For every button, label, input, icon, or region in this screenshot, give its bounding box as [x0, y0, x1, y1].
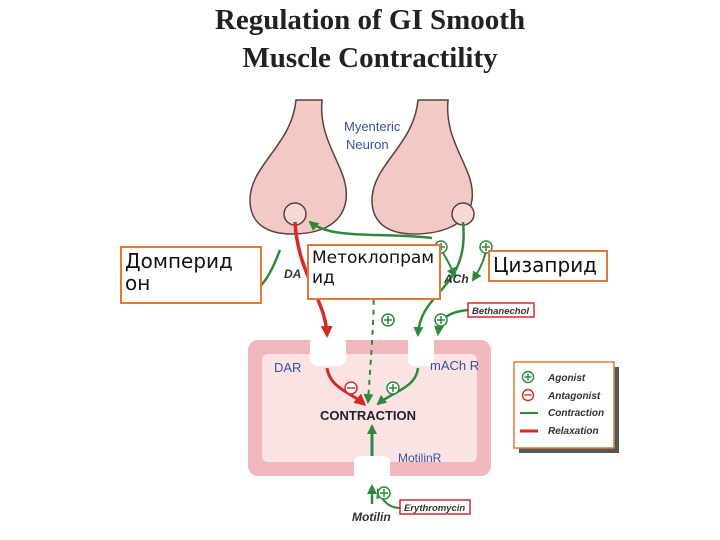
dar-to-contraction-arrow	[325, 367, 367, 406]
title-line-1: Regulation of GI Smooth	[214, 4, 526, 36]
antagonist-icon	[521, 388, 535, 402]
bethanechol-label: Bethanechol	[472, 306, 529, 317]
contraction-label: CONTRACTION	[320, 408, 416, 423]
neuron-label-line1: Myenteric	[344, 119, 401, 134]
bethanechol-box	[467, 302, 535, 318]
metoclopramide-label: Метоклопрам ид	[307, 244, 441, 300]
dar-label: DAR	[274, 360, 301, 375]
ach-release-arrow	[413, 221, 465, 337]
agonist-icon	[381, 313, 395, 327]
da-label: DA	[284, 267, 301, 281]
erythromycin-label: Erythromycin	[404, 503, 465, 514]
myenteric-neuron-right	[371, 99, 474, 235]
neuron-label-line2: Neuron	[346, 137, 389, 152]
ach-label: ACh	[443, 272, 469, 286]
cisapride-label: Цизаприд	[488, 250, 608, 282]
agonist-icon	[521, 370, 535, 384]
machr-to-contraction-arrow	[376, 367, 420, 406]
agonist-icon	[434, 313, 448, 327]
legend-relaxation: Relaxation	[548, 426, 599, 437]
machr-label: mACh R	[430, 358, 479, 373]
muscle-cell-interior	[262, 354, 477, 462]
domperidone-label: Домперид он	[120, 246, 262, 304]
vesicle-right	[451, 202, 475, 226]
motilin-label: Motilin	[352, 510, 391, 524]
vesicle-left	[283, 202, 307, 226]
metoclopramide-to-neuron	[308, 220, 433, 240]
motilinr-label: MotilinR	[398, 451, 442, 465]
antagonist-icon	[344, 381, 358, 395]
title-line-2: Muscle Contractility	[242, 42, 498, 74]
dar-notch	[310, 336, 346, 366]
legend-contraction: Contraction	[548, 408, 604, 419]
legend-agonist: Agonist	[547, 373, 586, 384]
legend-antagonist: Antagonist	[547, 391, 601, 402]
agonist-icon	[386, 381, 400, 395]
cisapride-arrow	[471, 249, 487, 282]
erythromycin-box	[399, 499, 471, 515]
myenteric-neuron-left	[249, 99, 348, 235]
motilinr-notch	[354, 456, 390, 480]
agonist-icon	[377, 486, 391, 500]
machr-notch	[408, 336, 434, 366]
